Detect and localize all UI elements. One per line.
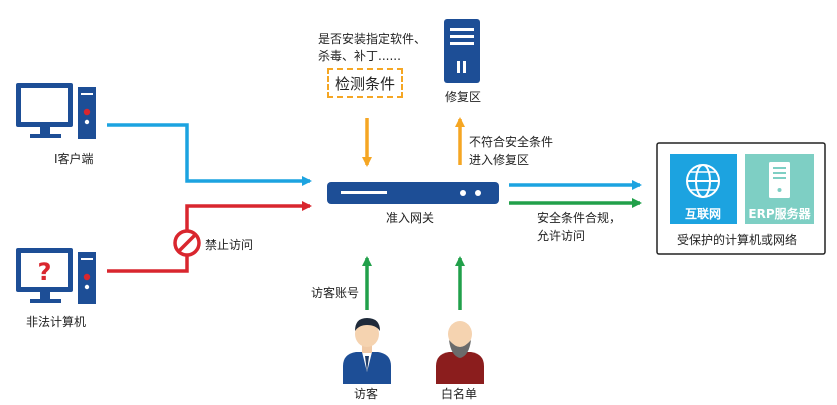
internet-label: 互联网 <box>685 207 721 221</box>
client-to-gateway-arrow <box>107 123 312 186</box>
illegal-computer-icon: ? <box>16 248 96 304</box>
whitelist-person-icon <box>436 321 484 384</box>
question-mark: ? <box>38 258 52 286</box>
whitelist-label: 白名单 <box>441 387 478 401</box>
condition-text-line2: 杀毒、补丁...... <box>318 49 401 63</box>
erp-tile: ERP服务器 <box>745 154 814 224</box>
protected-network-label: 受保护的计算机或网络 <box>677 233 798 247</box>
gateway-device-icon <box>327 182 499 204</box>
condition-text-line1: 是否安装指定软件、 <box>318 32 427 46</box>
server-icon <box>769 162 790 198</box>
internet-tile: 互联网 <box>670 154 737 224</box>
client-computer-icon <box>16 83 96 139</box>
gateway-label: 准入网关 <box>386 211 435 225</box>
detection-condition-box: 检测条件 <box>327 68 403 98</box>
repair-zone-label: 修复区 <box>445 90 482 104</box>
client-label: I客户端 <box>54 152 94 166</box>
visitor-account-label: 访客账号 <box>311 286 360 300</box>
visitor-label: 访客 <box>354 387 379 401</box>
noncompliant-label-1: 不符合安全条件 <box>469 135 554 149</box>
illegal-computer-label: 非法计算机 <box>26 315 87 329</box>
forbidden-label: 禁止访问 <box>205 238 254 252</box>
visitor-person-icon <box>343 318 391 384</box>
noncompliant-label-2: 进入修复区 <box>469 153 530 167</box>
repair-server-icon <box>444 19 480 83</box>
globe-icon <box>686 164 720 198</box>
erp-label: ERP服务器 <box>748 206 811 221</box>
compliant-label-1: 安全条件合规， <box>537 211 622 225</box>
no-entry-icon <box>173 229 201 257</box>
compliant-label-2: 允许访问 <box>537 229 586 243</box>
